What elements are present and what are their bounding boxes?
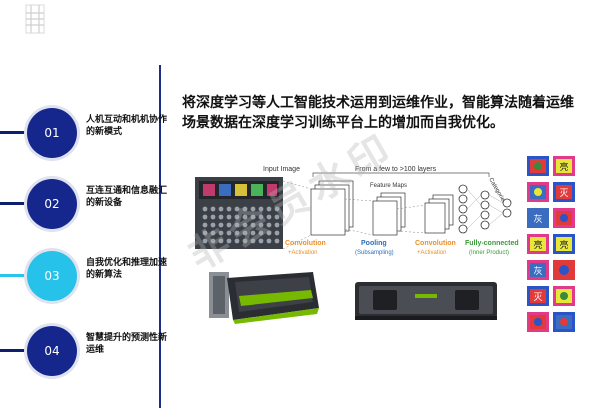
nav-bar bbox=[0, 131, 38, 134]
tile bbox=[527, 182, 549, 202]
feature-maps bbox=[310, 180, 454, 236]
server-appliance-photo bbox=[355, 282, 497, 320]
feature-maps-label: Feature Maps bbox=[370, 183, 407, 189]
tile: 亮 bbox=[553, 234, 575, 254]
layers-brace bbox=[312, 172, 490, 177]
tile bbox=[527, 156, 549, 176]
tile bbox=[553, 286, 575, 306]
tile: 亮 bbox=[553, 156, 575, 176]
nav-number-circle: 03 bbox=[27, 251, 77, 301]
company-logo-icon bbox=[25, 4, 45, 34]
nav-item-01[interactable]: 01 人机互动和机机协作的新模式 bbox=[0, 102, 167, 162]
indicator-tiles: 亮 灭 灰 亮 亮 灰 灭 bbox=[527, 156, 575, 332]
tile-label: 灭 bbox=[533, 292, 542, 303]
nav-item-02[interactable]: 02 互连互通和信息融汇的新设备 bbox=[0, 173, 167, 233]
pooling-label: Pooling bbox=[361, 240, 387, 247]
conv1-label: Convolution bbox=[285, 240, 326, 247]
page-headline: 将深度学习等人工智能技术运用到运维作业，智能算法随着运维场景数据在深度学习训练平… bbox=[182, 95, 574, 131]
tile: 亮 bbox=[527, 234, 549, 254]
tile bbox=[553, 208, 575, 228]
inner-product-label: (Inner Product) bbox=[469, 250, 509, 256]
nav-item-label: 人机互动和机机协作的新模式 bbox=[86, 115, 168, 137]
tile: 灭 bbox=[527, 286, 549, 306]
conv2-label: Convolution bbox=[415, 240, 456, 247]
nav-item-label: 互连互通和信息融汇的新设备 bbox=[86, 186, 168, 208]
cnn-architecture-figure: Input Image From a few to >100 layers Fe… bbox=[195, 159, 523, 267]
tile-label: 亮 bbox=[533, 239, 542, 251]
projection-lines bbox=[282, 180, 426, 250]
tile-label: 亮 bbox=[559, 239, 568, 251]
nav-item-label: 自我优化和推理加速的新算法 bbox=[86, 258, 168, 280]
act1-label: +Activation bbox=[288, 250, 318, 256]
tile-label: 灭 bbox=[559, 188, 568, 199]
tile bbox=[553, 312, 575, 332]
fc-links bbox=[466, 188, 504, 230]
tile: 灭 bbox=[553, 182, 575, 202]
fc-label: Fully-connected bbox=[465, 240, 519, 247]
nav-bar bbox=[0, 274, 38, 277]
gpu-card-photo bbox=[209, 272, 319, 324]
tile-label: 亮 bbox=[559, 161, 568, 173]
server-panel-photo bbox=[195, 177, 283, 249]
nav-bar bbox=[0, 349, 38, 352]
nav-item-04[interactable]: 04 智慧提升的预测性新运维 bbox=[0, 320, 167, 380]
nav-number-circle: 01 bbox=[27, 108, 77, 158]
layers-note-label: From a few to >100 layers bbox=[355, 166, 437, 173]
nav-number-circle: 02 bbox=[27, 179, 77, 229]
fc-nodes bbox=[458, 184, 512, 234]
input-image-label: Input Image bbox=[263, 166, 300, 173]
nav-number-circle: 04 bbox=[27, 326, 77, 376]
tile-label: 灰 bbox=[533, 265, 542, 277]
vertical-divider bbox=[159, 65, 161, 408]
tile: 灰 bbox=[527, 208, 549, 228]
nav-item-03[interactable]: 03 自我优化和推理加速的新算法 bbox=[0, 245, 167, 305]
subsampling-label: (Subsampling) bbox=[355, 250, 394, 256]
tile bbox=[527, 312, 549, 332]
tile bbox=[553, 260, 575, 280]
tile: 灰 bbox=[527, 260, 549, 280]
nav-item-label: 智慧提升的预测性新运维 bbox=[86, 333, 168, 355]
nav-bar bbox=[0, 202, 38, 205]
act2-label: +Activation bbox=[417, 250, 447, 256]
tile-label: 灰 bbox=[533, 213, 542, 225]
cnn-diagram: Input Image From a few to >100 layers Fe… bbox=[195, 166, 519, 256]
